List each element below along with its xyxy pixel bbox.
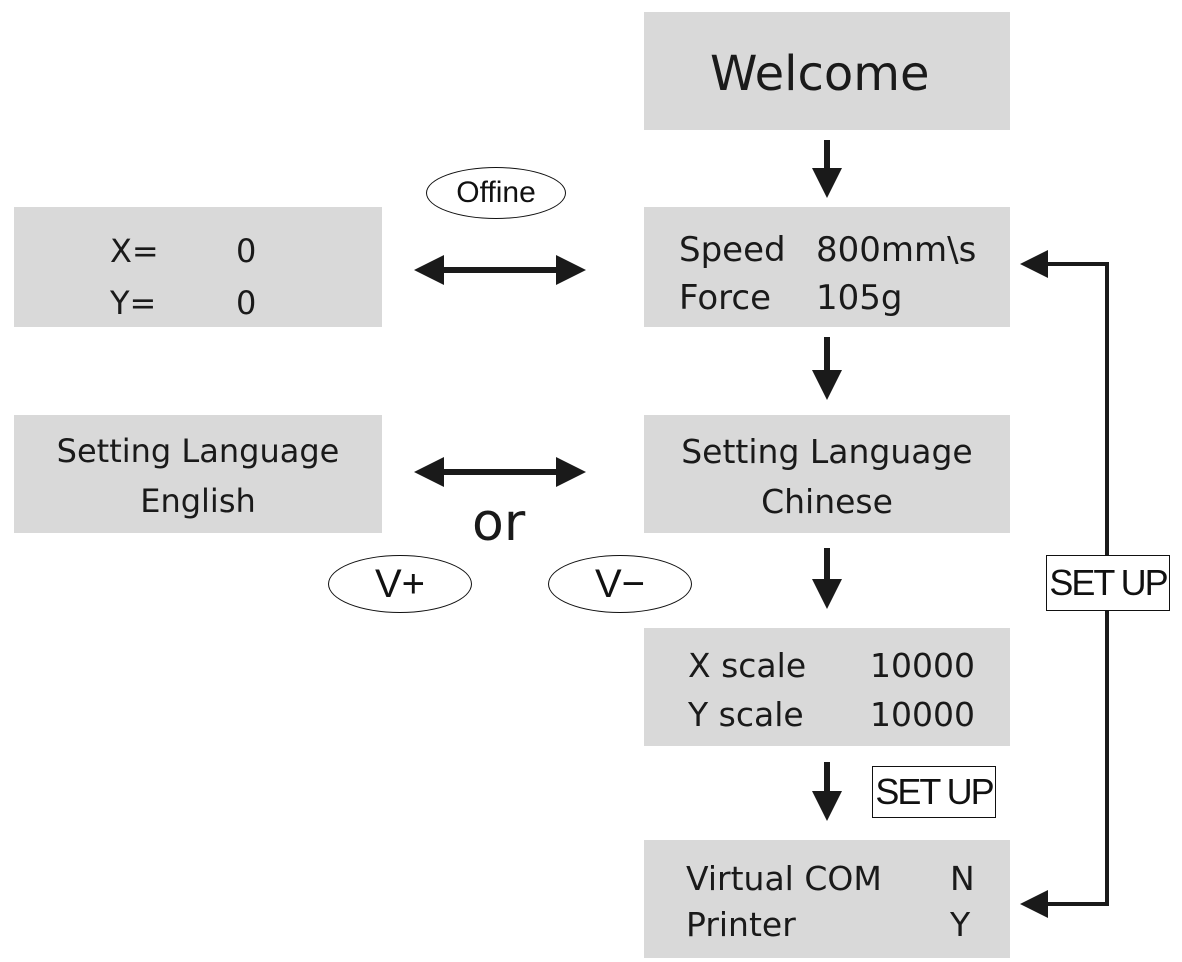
x-scale-value: 10000	[870, 646, 975, 685]
y-value: 0	[236, 284, 257, 322]
setup-key-lower-label: SET UP	[875, 771, 994, 812]
setup-key-loop-label: SET UP	[1049, 562, 1168, 603]
v-minus-key-label: V−	[594, 561, 646, 606]
xy-position-screen: X= 0 Y= 0	[14, 207, 382, 327]
virtual-com-label: Virtual COM	[686, 859, 882, 898]
setup-key-loop[interactable]: SET UP	[1046, 555, 1170, 611]
language-chinese-line1: Setting Language	[681, 432, 973, 471]
x-label: X=	[110, 232, 159, 270]
printer-label: Printer	[686, 905, 796, 944]
welcome-screen: Welcome	[644, 12, 1010, 130]
offline-key[interactable]: Offine	[426, 167, 566, 219]
printer-value: Y	[950, 905, 971, 944]
v-plus-key[interactable]: V+	[328, 555, 472, 613]
speed-label: Speed	[679, 230, 786, 270]
speed-force-screen: Speed 800mm\s Force 105g	[644, 207, 1010, 327]
language-english-value: English	[140, 482, 256, 520]
loop-arrowhead-top	[1020, 250, 1048, 278]
force-label: Force	[679, 278, 771, 318]
welcome-title: Welcome	[710, 46, 930, 102]
y-label: Y=	[110, 284, 157, 322]
language-chinese-value: Chinese	[761, 482, 893, 521]
v-plus-key-label: V+	[374, 561, 426, 606]
v-minus-key[interactable]: V−	[548, 555, 692, 613]
language-english-line1: Setting Language	[56, 432, 340, 470]
loop-arrowhead-bottom	[1020, 890, 1048, 918]
x-value: 0	[236, 232, 257, 270]
language-chinese-screen: Setting Language Chinese	[644, 415, 1010, 533]
virtual-com-value: N	[950, 859, 975, 898]
scale-screen: X scale 10000 Y scale 10000	[644, 628, 1010, 746]
or-text: or	[472, 493, 526, 553]
setup-key-lower[interactable]: SET UP	[872, 766, 996, 818]
y-scale-label: Y scale	[688, 695, 804, 734]
y-scale-value: 10000	[870, 695, 975, 734]
speed-value: 800mm\s	[816, 230, 977, 270]
virtual-com-screen: Virtual COM N Printer Y	[644, 840, 1010, 958]
x-scale-label: X scale	[688, 646, 807, 685]
force-value: 105g	[816, 278, 903, 318]
language-english-screen: Setting Language English	[14, 415, 382, 533]
offline-key-label: Offine	[456, 176, 536, 209]
